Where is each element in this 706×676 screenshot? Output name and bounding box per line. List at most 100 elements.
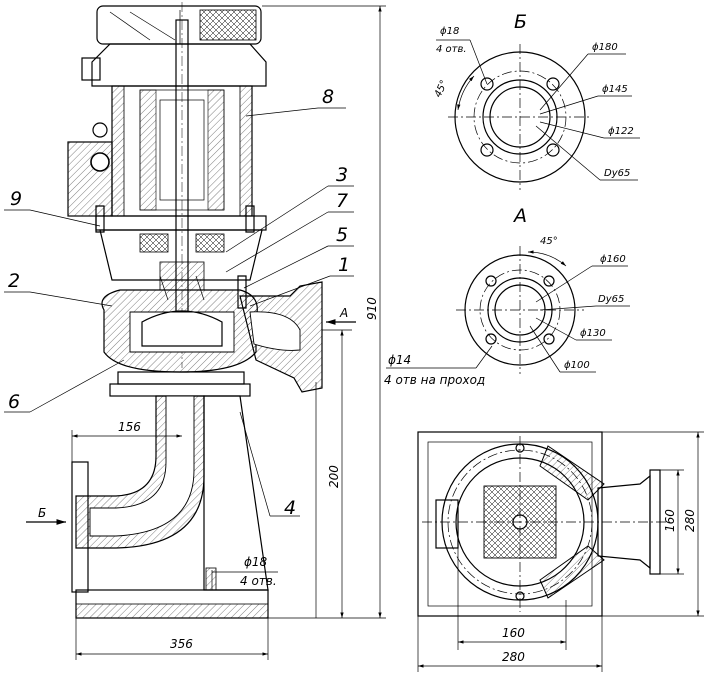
flange-b-145-leader <box>539 95 599 115</box>
base-slab-section <box>75 603 269 619</box>
impeller-chamber <box>129 311 235 353</box>
flange-b-180-leader <box>539 53 589 111</box>
leader-1 <box>249 275 331 307</box>
stator-winding-left <box>139 89 157 211</box>
part-label-7: 7 <box>336 190 348 212</box>
fastening-bolts <box>95 205 255 309</box>
dim-356-label: 356 <box>170 637 193 651</box>
bearing-right <box>195 233 225 253</box>
view-a-title: А <box>512 205 527 227</box>
plan-bolt-top <box>515 443 525 453</box>
terminal-box <box>67 141 113 217</box>
fan-grille <box>199 9 257 41</box>
arrow-a-label: А <box>339 306 348 320</box>
lantern <box>99 229 263 281</box>
front-dimensions: 910 200 156 356 ϕ18 4 отв. ϕ14 4 отв на … <box>71 5 493 660</box>
anchor-hole-leader <box>475 345 493 369</box>
view-arrows: А Б <box>26 306 356 525</box>
flange-b-angle: 45° <box>433 79 450 100</box>
leader-6 <box>29 359 125 413</box>
part-callouts: 8 3 7 5 1 9 2 6 4 <box>4 86 354 519</box>
mechanical-seal <box>159 261 205 291</box>
flange-b-hole-count: 4 отв. <box>436 44 467 55</box>
impeller <box>141 310 223 347</box>
motor-wall-right <box>239 85 253 217</box>
motor-wall-left <box>111 85 125 217</box>
leader-3 <box>225 185 329 253</box>
part-label-8: 8 <box>322 86 334 108</box>
flange-a-d160: ϕ160 <box>600 254 626 265</box>
suction-channel <box>89 395 195 537</box>
part-label-1: 1 <box>338 254 350 276</box>
flange-view-b: Б 45° ϕ18 4 отв. ϕ180 ϕ145 ϕ122 Dy65 <box>433 11 640 190</box>
part-label-6: 6 <box>8 391 20 413</box>
part-label-2: 2 <box>8 270 20 292</box>
flange-a-160-leader <box>535 265 593 303</box>
flange-b-hole-dia: ϕ18 <box>440 26 459 37</box>
flange-b-hole-1 <box>480 77 494 91</box>
flange-b-d122: ϕ122 <box>608 126 634 137</box>
flange-a-hole-4 <box>543 333 555 345</box>
flange-a-d100: ϕ100 <box>564 360 590 371</box>
leader-2 <box>29 291 113 307</box>
front-section-view <box>67 2 323 619</box>
dim-200-label: 200 <box>327 465 341 488</box>
flange-b-122-leader <box>539 121 605 139</box>
flange-b-d145: ϕ145 <box>602 84 628 95</box>
seal-spring <box>159 275 205 301</box>
dim-plan-280h-label: 280 <box>502 650 525 664</box>
dim-156-label: 156 <box>118 420 141 434</box>
arrow-b-label: Б <box>38 506 46 520</box>
base-hole-dia: ϕ18 <box>244 555 268 569</box>
flange-a-angle: 45° <box>540 236 558 247</box>
part-label-9: 9 <box>10 188 22 210</box>
part-label-4: 4 <box>284 497 296 519</box>
plan-frame <box>417 431 603 617</box>
flange-a-hole-1 <box>485 275 497 287</box>
flange-b-hole-3 <box>480 143 494 157</box>
flange-a-dn: Dy65 <box>598 294 624 305</box>
flange-b-hole-2 <box>546 77 560 91</box>
cable-gland <box>90 152 110 172</box>
foot-plate <box>109 383 251 397</box>
motor-flange <box>95 215 267 231</box>
flange-b-dn-leader <box>535 125 601 181</box>
flange-b-angle-arc <box>457 75 475 111</box>
fan-blades <box>109 10 181 44</box>
dim-910-label: 910 <box>365 297 379 320</box>
flange-a-hole-3 <box>485 333 497 345</box>
part-label-3: 3 <box>336 164 348 186</box>
plan-bracket-top <box>539 445 605 501</box>
dim-plan-160h-label: 160 <box>502 626 525 640</box>
anchor-bolt-hole <box>205 567 217 591</box>
anchor-hole-note: 4 отв на проход <box>384 373 485 387</box>
flange-b-hole-4 <box>546 143 560 157</box>
plan-bracket-bottom <box>539 545 605 599</box>
dim-plan-160v-label: 160 <box>663 509 677 532</box>
leader-4 <box>239 411 271 517</box>
part-label-5: 5 <box>336 224 348 246</box>
flange-b-dn: Dy65 <box>604 168 630 179</box>
flange-a-dn-leader <box>539 305 597 311</box>
plan-left-boss <box>435 499 459 549</box>
flange-a-angle-arc <box>527 250 567 267</box>
discharge-channel <box>249 311 301 351</box>
lifting-eye <box>81 57 101 81</box>
casing-foot <box>117 371 245 385</box>
flange-a-hole-2 <box>543 275 555 287</box>
dim-plan-280v-label: 280 <box>683 509 697 532</box>
plan-bolt-bottom <box>515 591 525 601</box>
stator-winding-right <box>207 89 225 211</box>
flange-b-hole-leader <box>469 39 488 85</box>
plan-view <box>417 431 668 617</box>
flange-view-a: А 45° ϕ160 Dy65 ϕ130 ϕ100 <box>456 205 630 374</box>
leader-8 <box>245 107 319 117</box>
flange-a-100-leader <box>529 325 561 373</box>
flange-a-d130: ϕ130 <box>580 328 606 339</box>
end-shield <box>91 43 267 87</box>
flange-a-130-leader <box>535 317 577 341</box>
plan-dimensions: 280 160 160 280 <box>417 431 704 672</box>
leader-7 <box>225 211 329 273</box>
leader-5 <box>243 245 329 289</box>
suction-flange <box>71 461 89 593</box>
